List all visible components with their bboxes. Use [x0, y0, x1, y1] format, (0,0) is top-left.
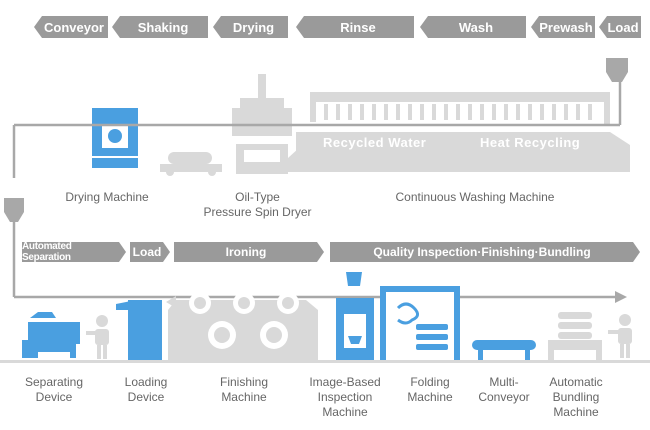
- folding-machine: [380, 286, 460, 360]
- continuous-washing-machine: [288, 92, 630, 172]
- stage-load: Load: [599, 16, 641, 38]
- stage-load-bottom: Load: [130, 242, 170, 262]
- folding-machine-label: Folding Machine: [407, 375, 453, 404]
- load-hopper-left: [4, 198, 24, 222]
- stage-ironing: Ironing: [174, 242, 324, 262]
- small-conveyor-cart: [160, 152, 222, 176]
- finishing-machine-label: Finishing Machine: [219, 375, 269, 404]
- flow-arrow-head: [615, 291, 627, 303]
- stage-quality-inspection: Quality Inspection·Finishing·Bundling: [330, 242, 640, 262]
- worker-figure-2: [608, 314, 632, 358]
- inspection-machine-label: Image-Based Inspection Machine: [309, 375, 381, 419]
- heat-recycling-label: Heat Recycling: [480, 135, 581, 150]
- recycled-water-label: Recycled Water: [323, 135, 427, 150]
- stage-rinse: Rinse: [296, 16, 414, 38]
- stage-wash: Wash: [420, 16, 526, 38]
- bundling-machine: [548, 312, 602, 360]
- inspection-machine: [336, 272, 374, 360]
- loading-device-label: Loading Device: [124, 375, 168, 404]
- drying-machine: [92, 108, 138, 168]
- separating-device: [22, 312, 80, 358]
- loading-device: [116, 300, 162, 360]
- stage-drying: Drying: [213, 16, 288, 38]
- stage-conveyor: Conveyor: [34, 16, 108, 38]
- multi-conveyor-label: Multi- Conveyor: [478, 375, 530, 404]
- drying-machine-label: Drying Machine: [65, 190, 149, 204]
- worker-figure-1: [86, 315, 109, 359]
- finishing-machine: [166, 292, 318, 360]
- separating-device-label: Separating Device: [24, 375, 84, 404]
- floor-line: [0, 360, 650, 363]
- stage-prewash: Prewash: [531, 16, 595, 38]
- washing-machine-label: Continuous Washing Machine: [395, 190, 555, 204]
- multi-conveyor: [472, 340, 536, 360]
- top-flow-line: [12, 80, 622, 178]
- bundling-machine-label: Automatic Bundling Machine: [549, 375, 603, 419]
- stage-shaking: Shaking: [112, 16, 208, 38]
- stage-automated-separation: Automated Separation: [22, 242, 126, 262]
- load-hopper-top: [606, 58, 628, 82]
- spin-dryer-machine: [232, 74, 292, 174]
- bottom-flow-line: [12, 222, 615, 299]
- spin-dryer-label: Oil-Type Pressure Spin Dryer: [203, 190, 312, 219]
